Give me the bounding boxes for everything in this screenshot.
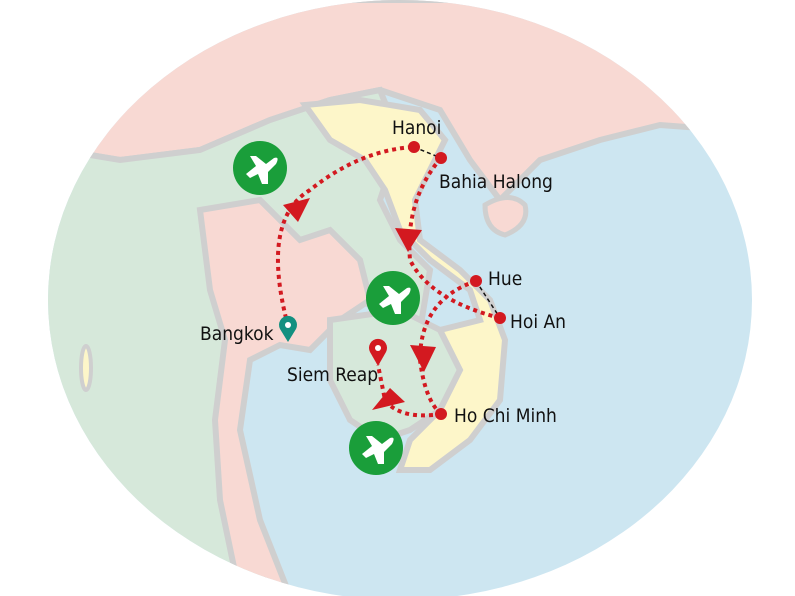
cambodia-region <box>327 306 464 444</box>
city-dot-hoi-an[interactable] <box>494 312 506 324</box>
island <box>79 344 93 392</box>
arrowheads <box>283 198 436 410</box>
arrow-icon <box>395 228 422 252</box>
city-dot-hanoi[interactable] <box>408 141 420 153</box>
bangkok-pin-icon[interactable] <box>279 315 297 342</box>
city-dots <box>408 141 506 420</box>
siem-reap-pin-icon[interactable] <box>369 338 387 366</box>
label-hue: Hue <box>488 268 522 290</box>
arrow-icon <box>372 388 405 410</box>
label-siem-reap: Siem Reap <box>287 364 378 386</box>
hainan-island <box>482 195 529 238</box>
arrow-icon <box>283 198 310 222</box>
city-dot-hue[interactable] <box>470 275 482 287</box>
plane-icon <box>233 141 287 195</box>
route-bangkok-hanoi <box>276 145 415 327</box>
label-bangkok: Bangkok <box>200 323 274 345</box>
city-dot-halong[interactable] <box>435 152 447 164</box>
label-bahia-halong: Bahia Halong <box>439 171 553 193</box>
route-halong-hue <box>407 156 501 320</box>
plane-icon <box>349 421 403 475</box>
label-hoi-an: Hoi An <box>510 311 566 333</box>
city-dot-ho-chi-minh[interactable] <box>435 408 447 420</box>
plane-icon <box>366 271 420 325</box>
label-ho-chi-minh: Ho Chi Minh <box>454 405 557 427</box>
label-hanoi: Hanoi <box>392 117 441 139</box>
arrow-icon <box>410 345 436 372</box>
thailand-region <box>196 196 374 596</box>
